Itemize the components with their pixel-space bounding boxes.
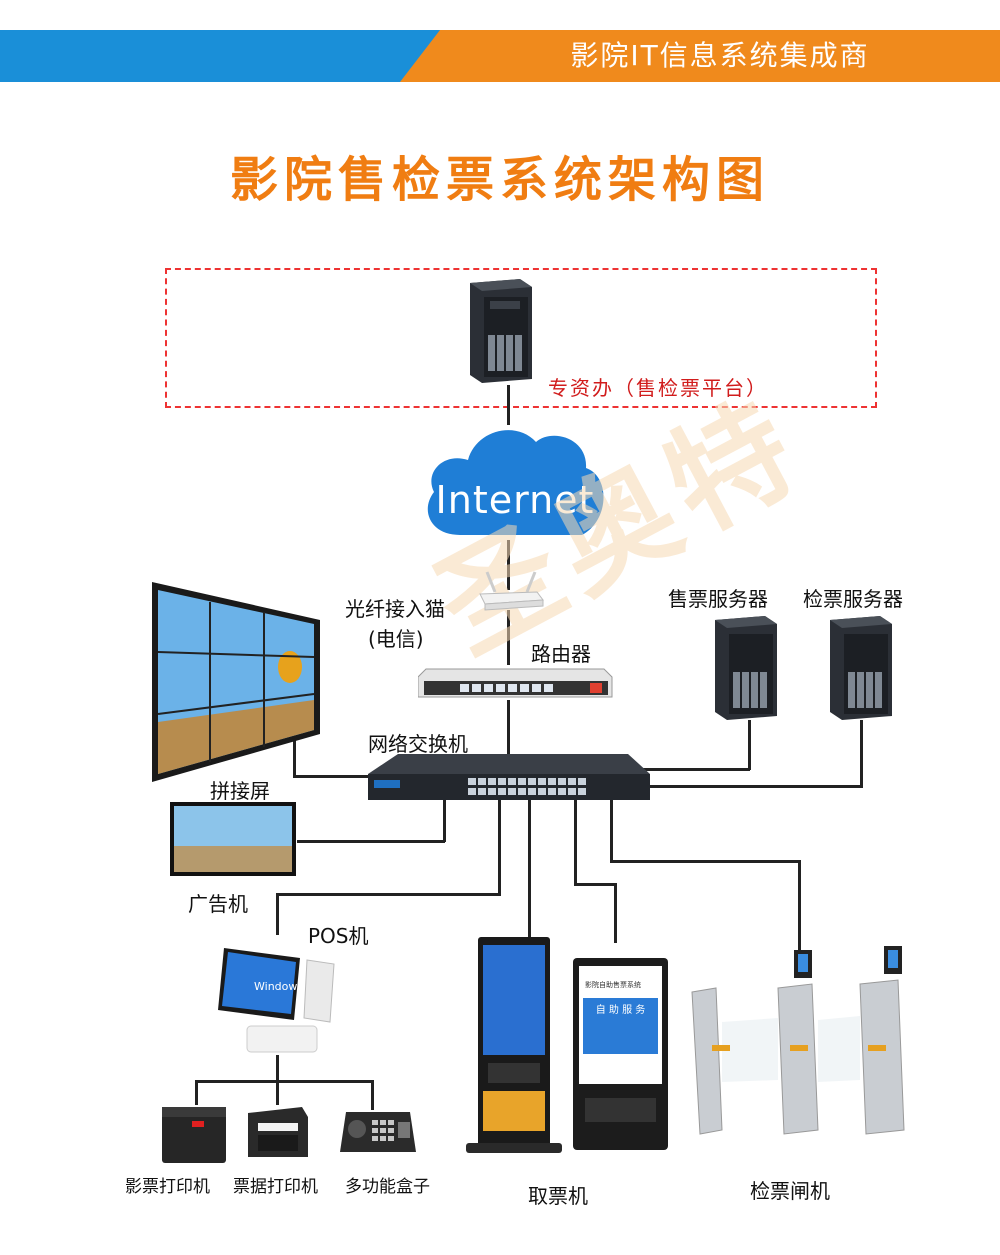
kiosk-label: 取票机 bbox=[528, 1184, 588, 1208]
sales-server-label: 售票服务器 bbox=[668, 587, 768, 611]
receipt-printer-icon bbox=[248, 1107, 308, 1157]
kiosk-standing-icon bbox=[478, 937, 550, 1147]
line-sales-vert bbox=[748, 720, 751, 770]
pos-label: POS机 bbox=[308, 924, 369, 948]
internet-cloud-icon bbox=[427, 430, 604, 535]
sales-server-icon bbox=[715, 616, 777, 720]
line-printer1-vert bbox=[195, 1080, 198, 1105]
modem-sublabel: (电信) bbox=[368, 627, 424, 651]
switch-icon bbox=[368, 754, 650, 800]
line-platform-cloud bbox=[507, 385, 510, 425]
line-switch-pos bbox=[498, 800, 501, 895]
ticket-printer-icon bbox=[162, 1107, 226, 1163]
ad-machine-label: 广告机 bbox=[188, 892, 248, 916]
line-ad-vert bbox=[443, 800, 446, 842]
line-peripherals-horiz bbox=[195, 1080, 373, 1083]
kiosk-wall-icon: 影院自助售票系统 自 助 服 务 bbox=[573, 958, 668, 1150]
internet-label: Internet bbox=[435, 478, 595, 522]
line-wall-vert bbox=[293, 720, 296, 778]
line-switch-ad bbox=[297, 840, 445, 843]
check-server-label: 检票服务器 bbox=[803, 587, 903, 611]
video-wall-icon bbox=[152, 582, 320, 782]
line-gate-vert bbox=[798, 860, 801, 950]
ticket-printer-label: 影票打印机 bbox=[125, 1177, 210, 1197]
line-router-switch bbox=[507, 700, 510, 758]
line-gate-horiz bbox=[610, 860, 800, 863]
router-label: 路由器 bbox=[531, 642, 591, 666]
line-pos-horiz bbox=[276, 893, 501, 896]
line-kiosk2-vert bbox=[614, 883, 617, 943]
line-switch-gate bbox=[610, 800, 613, 862]
kiosk-standing-base bbox=[466, 1143, 562, 1153]
platform-boundary bbox=[165, 268, 877, 408]
pos-os-text: Windows bbox=[254, 980, 303, 993]
platform-label: 专资办（售检票平台） bbox=[548, 376, 768, 400]
modem-icon bbox=[479, 571, 544, 611]
line-switch-sales bbox=[640, 768, 750, 771]
line-printer2-vert bbox=[276, 1080, 279, 1105]
modem-label: 光纤接入猫 bbox=[345, 597, 445, 621]
video-wall-label: 拼接屏 bbox=[210, 779, 270, 803]
multi-box-label: 多功能盒子 bbox=[345, 1177, 430, 1197]
line-kiosk2-horiz bbox=[574, 883, 616, 886]
router-icon bbox=[418, 668, 613, 698]
kiosk-screen-service: 自 助 服 务 bbox=[583, 998, 658, 1054]
gate-label: 检票闸机 bbox=[750, 1179, 830, 1203]
platform-server-icon bbox=[470, 279, 532, 383]
line-switch-kiosk2 bbox=[574, 800, 577, 885]
kiosk-screen-title: 影院自助售票系统 bbox=[585, 981, 641, 989]
diagram-title: 影院售检票系统架构图 bbox=[229, 152, 770, 208]
line-switch-kiosk1 bbox=[528, 800, 531, 940]
line-switch-wall bbox=[293, 775, 383, 778]
ad-machine-icon bbox=[170, 802, 296, 876]
line-box-vert bbox=[371, 1080, 374, 1110]
line-switch-check bbox=[640, 785, 862, 788]
switch-label: 网络交换机 bbox=[368, 732, 468, 756]
receipt-printer-label: 票据打印机 bbox=[233, 1177, 318, 1197]
line-pos-peripherals bbox=[276, 1055, 279, 1082]
ticket-gate-icon bbox=[691, 946, 905, 1135]
header-banner-text: 影院IT信息系统集成商 bbox=[570, 39, 870, 72]
pos-terminal-icon: Windows bbox=[218, 948, 335, 1053]
line-pos-vert bbox=[276, 893, 279, 935]
multi-box-icon bbox=[340, 1112, 416, 1152]
line-check-vert bbox=[860, 720, 863, 788]
header-banner-orange bbox=[400, 30, 1000, 82]
line-cloud-modem bbox=[507, 540, 510, 590]
check-server-icon bbox=[830, 616, 892, 720]
line-modem-router bbox=[507, 610, 510, 665]
